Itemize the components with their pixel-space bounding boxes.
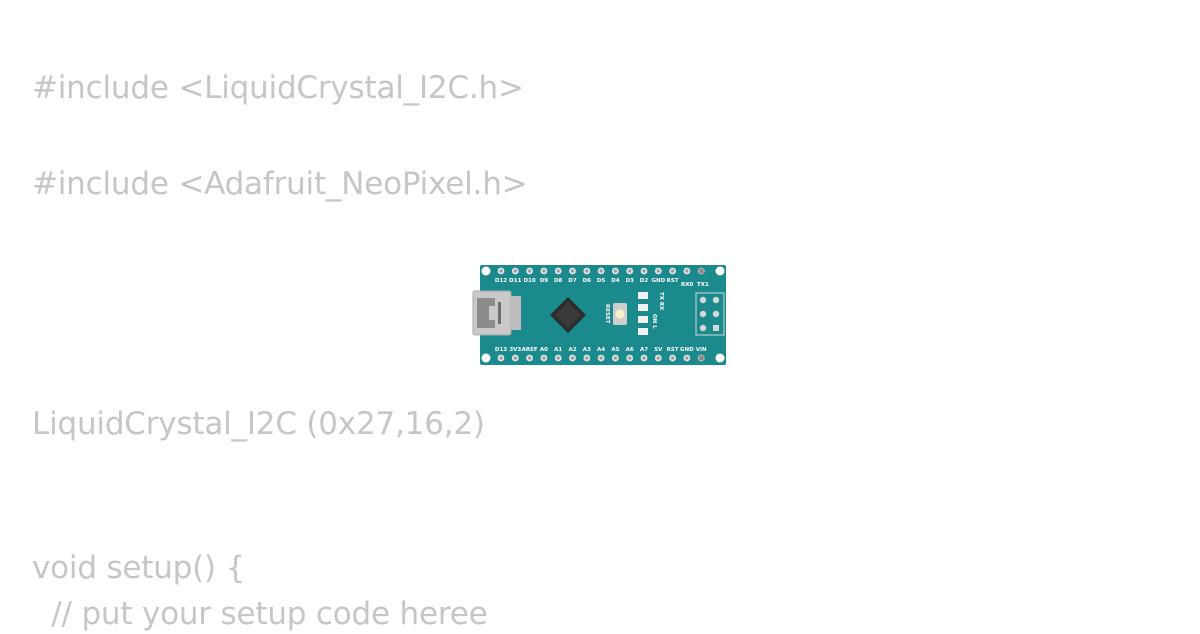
pin-label-bottom: GND	[680, 347, 694, 353]
pin-hole	[499, 356, 503, 360]
code-line-comment: // put your setup code heree	[32, 596, 488, 632]
bottom-pin-row	[497, 354, 705, 362]
pin-label-bottom: 5V	[654, 347, 663, 353]
pin-label-top: D10	[523, 278, 535, 284]
pin-label-bottom: A4	[597, 347, 605, 353]
pin-label-top: D3	[625, 278, 634, 284]
led-label-on-l: ON L	[651, 314, 657, 329]
pin-label-bottom: 3V3	[509, 347, 521, 353]
pcb-body	[480, 265, 726, 365]
pin-hole	[628, 356, 632, 360]
pin-hole	[556, 269, 560, 273]
pin-hole	[628, 269, 632, 273]
pin-label-top: RST	[667, 278, 679, 284]
pin-hole	[542, 269, 546, 273]
icsp-header	[695, 292, 725, 336]
pin-hole	[656, 356, 660, 360]
mcu-chip	[550, 297, 586, 333]
usb-connector	[472, 290, 521, 336]
pin-label-bottom: A3	[583, 347, 591, 353]
pin-hole	[599, 356, 603, 360]
pin-hole	[585, 269, 589, 273]
pin-hole	[613, 356, 617, 360]
pin-hole	[542, 356, 546, 360]
pin-hole	[685, 356, 689, 360]
pin-label-bottom: RST	[667, 347, 679, 353]
pin-label-top: D6	[583, 278, 592, 284]
pin-pad-square	[698, 355, 704, 361]
code-line-include-neopixel: #include <Adafruit_NeoPixel.h>	[32, 166, 528, 202]
pin-hole	[556, 356, 560, 360]
pin-hole	[585, 356, 589, 360]
code-line-lcd-init: LiquidCrystal_I2C (0x27,16,2)	[32, 406, 485, 442]
pin-hole	[499, 269, 503, 273]
pin-hole	[513, 269, 517, 273]
pin-hole	[599, 269, 603, 273]
pin-label-top: D7	[568, 278, 577, 284]
pin-hole	[642, 356, 646, 360]
pin-label-top: D11	[509, 278, 521, 284]
pin-label-rx0: RX0	[681, 282, 693, 288]
pin-hole	[570, 356, 575, 360]
pin-hole	[528, 356, 532, 360]
pin-label-bottom: A1	[554, 347, 562, 353]
pin-pad-square	[698, 268, 704, 274]
pin-label-bottom: VIN	[696, 347, 707, 353]
reset-label: RESET	[604, 304, 610, 324]
pin-hole	[685, 269, 689, 273]
pin-label-top: D8	[554, 278, 563, 284]
pin-hole	[642, 269, 646, 273]
code-line-include-lcd: #include <LiquidCrystal_I2C.h>	[32, 70, 524, 106]
pin-hole	[671, 269, 675, 273]
pin-label-top: D12	[495, 278, 507, 284]
pin-label-bottom: A5	[611, 347, 619, 353]
pin-label-top: D5	[597, 278, 606, 284]
pin-label-top: GND	[651, 278, 665, 284]
pin-label-bottom: A7	[640, 347, 648, 353]
pin-label-top: D9	[540, 278, 549, 284]
pin-hole	[656, 269, 660, 273]
reset-button	[613, 303, 627, 325]
status-leds	[638, 292, 648, 335]
pin-hole	[528, 269, 532, 273]
pin-label-tx1: TX1	[697, 282, 709, 288]
pin-label-bottom: D13	[495, 347, 507, 353]
pin-label-bottom: A2	[568, 347, 576, 353]
code-line-setup: void setup() {	[32, 550, 246, 586]
pin-hole	[570, 269, 575, 273]
pin-label-bottom: AREF	[522, 347, 538, 353]
pin-hole	[513, 356, 517, 360]
pin-label-top: D2	[640, 278, 649, 284]
pin-hole	[613, 269, 617, 273]
pin-label-bottom: A6	[626, 347, 634, 353]
pin-hole	[671, 356, 675, 360]
led-label-tx-rx: TX RX	[658, 292, 664, 311]
top-pin-row	[497, 267, 705, 275]
pin-label-top: D4	[611, 278, 620, 284]
pin-label-bottom: A0	[540, 347, 548, 353]
